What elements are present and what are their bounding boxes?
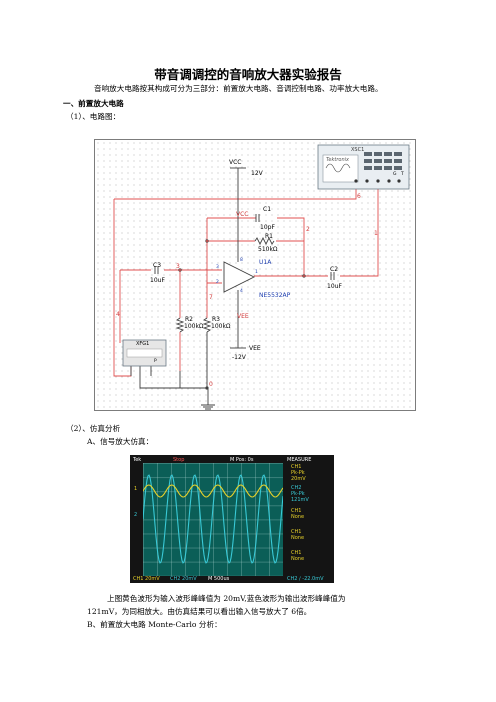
measure-type: None [291, 535, 305, 542]
xsc1-pin-g: G [393, 172, 397, 177]
vee-label: VEE [249, 345, 261, 352]
vcc-pin-label: VCC [236, 211, 249, 218]
c2-value: 10uF [327, 283, 342, 290]
scope-ch2-marker: 2 [134, 512, 138, 518]
measure-type: None [291, 514, 305, 521]
tektronix-logo: Tektronix [326, 157, 350, 163]
xsc1-wave [325, 163, 351, 173]
xsc1-screen [322, 154, 359, 183]
measure-type: Pk-Pk [291, 470, 305, 477]
c3-plates [154, 266, 159, 274]
caption-line-1: 上图黄色波形为输入波形峰峰值为 20mV,蓝色波形为输出波形峰峰值为 [107, 594, 346, 603]
scope-trigger: CH2 ∕ -22.0mV [287, 576, 324, 582]
r2-value: 100kΩ [184, 323, 204, 330]
r2-zigzag [175, 317, 185, 333]
report-title: 带音调调控的音响放大器实验报告 [154, 67, 342, 82]
c3-label: C3 [153, 262, 162, 269]
r3-zigzag [202, 317, 212, 333]
scope-ch1-scale: CH1 20mV [133, 576, 160, 582]
node-1: 1 [374, 230, 378, 237]
xsc1-pin-t: T [401, 172, 404, 177]
c1-label: C1 [263, 206, 272, 213]
u1a-label: U1A [259, 259, 272, 266]
subheading-simulation: （2）、仿真分析 [66, 424, 121, 433]
xfg1-label: XFG1 [136, 341, 150, 347]
c1-plates [255, 214, 260, 222]
r2-label: R2 [185, 316, 193, 323]
measure-label: CH1 [291, 529, 302, 535]
vcc-voltage: 12V [251, 170, 263, 177]
measure-type: Pk-Pk [291, 491, 305, 498]
scope-mpos: M Pos: 0s [230, 457, 254, 463]
c2-plates [330, 272, 335, 280]
c3-value: 10uF [150, 277, 165, 284]
measure-label: CH1 [291, 508, 302, 514]
r1-zigzag [254, 236, 275, 246]
node-7: 7 [209, 294, 213, 301]
scope-timebase: M 500us [208, 576, 230, 582]
vee-pin-label: VEE [237, 313, 249, 320]
r3-value: 100kΩ [211, 323, 231, 330]
measure-label: CH2 [291, 485, 302, 491]
wire-feedback-c1 [207, 217, 305, 276]
scope-brand: Tek [133, 457, 142, 463]
wire-node6 [114, 187, 357, 200]
caption-line-2: 121mV，为同相放大。由仿真结果可以看出输入信号放大了 6倍。 [87, 607, 312, 616]
measure-label: CH1 [291, 464, 302, 470]
node-0: 0 [209, 381, 213, 388]
r3-label: R3 [212, 316, 220, 323]
opamp-triangle [223, 261, 256, 293]
ch1-input-trace [143, 484, 283, 498]
subheading-monte-carlo: B、前置放大电路 Monte-Carlo 分析： [87, 620, 222, 629]
scope-measure-title: MEASURE [287, 457, 312, 463]
vcc-label: VCC [229, 159, 242, 166]
subheading-amplification: A、信号放大仿真： [87, 437, 154, 446]
measure-type: None [291, 556, 305, 563]
intro-paragraph: 音响放大电路按其构成可分为三部分：前置放大电路、音调控制电路、功率放大电路。 [94, 84, 383, 93]
section-heading-preamp: 一、前置放大电路 [63, 99, 124, 108]
opamp-pin2: 2 [216, 280, 219, 285]
r1-value: 510kΩ [258, 246, 278, 253]
scope-waveforms [143, 474, 283, 564]
wire-feedback-left [206, 218, 222, 284]
node-2: 2 [306, 226, 310, 233]
node-3: 3 [176, 263, 180, 270]
junction-dots [178, 239, 306, 390]
measure-label: CH1 [291, 550, 302, 556]
opamp-part: NE5532AP [259, 292, 291, 299]
ch2-output-trace [143, 474, 283, 564]
r1-label: R1 [265, 233, 273, 240]
scope-ch2-scale: CH2 20mV [170, 576, 197, 582]
opamp-pin8: 8 [240, 258, 243, 263]
wire-output [254, 187, 379, 277]
scope-ch1-marker: 1 [134, 486, 138, 492]
c2-label: C2 [330, 266, 339, 273]
wire-ground [130, 366, 209, 405]
node-6: 6 [357, 193, 361, 200]
opamp-pin3: 3 [216, 265, 219, 270]
node-4: 4 [116, 311, 120, 318]
scope-stop: Stop [173, 457, 185, 463]
vee-voltage: -12V [232, 354, 246, 361]
opamp-pin1: 1 [255, 270, 258, 275]
subheading-circuit: （1）、电路图： [66, 112, 121, 121]
ground-symbol [201, 404, 215, 410]
wire-ground-r [179, 332, 208, 388]
xfg1-panel [126, 348, 163, 358]
c1-value: 10pF [260, 224, 275, 231]
measure-value: 20mV [291, 476, 306, 483]
xsc1-label: XSC1 [351, 147, 365, 153]
opamp-pin4: 4 [240, 289, 243, 294]
xsc1-terminals [354, 179, 401, 183]
xsc1-buttons [364, 152, 402, 170]
measure-value: 121mV [291, 497, 309, 504]
xfg1-pin-p: P [154, 359, 157, 364]
